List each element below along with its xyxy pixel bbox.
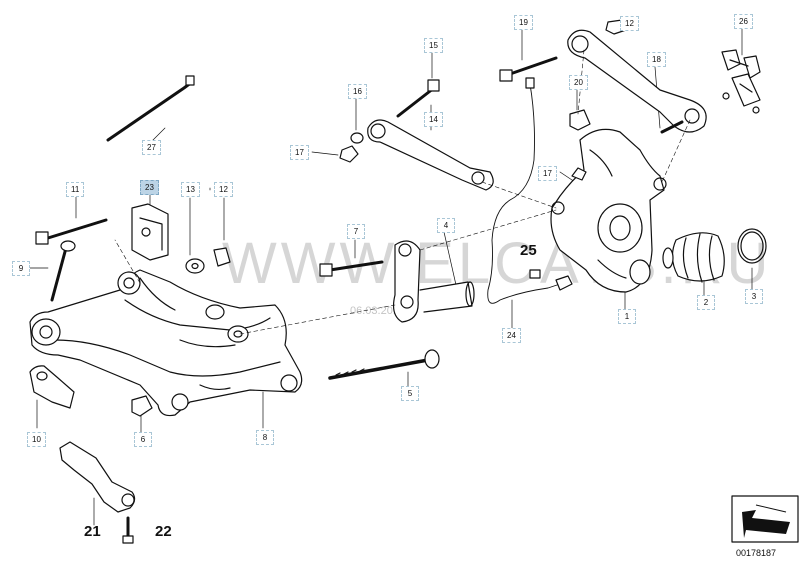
- callout-4: 4: [437, 218, 455, 233]
- callout-17-right: 17: [538, 166, 557, 181]
- callout-12-left: 12: [214, 182, 233, 197]
- callout-14: 14: [424, 112, 443, 127]
- callout-19: 19: [514, 15, 533, 30]
- callout-1: 1: [618, 309, 636, 324]
- label-21: 21: [84, 523, 101, 540]
- arrow-corner-icon: [742, 504, 790, 538]
- callout-6: 6: [134, 432, 152, 447]
- callout-18: 18: [647, 52, 666, 67]
- callout-5: 5: [401, 386, 419, 401]
- callout-9: 9: [12, 261, 30, 276]
- watermark-date: 06.03.2019: [350, 305, 406, 317]
- callout-2: 2: [697, 295, 715, 310]
- label-22: 22: [155, 523, 172, 540]
- label-25: 25: [520, 242, 537, 259]
- callout-8: 8: [256, 430, 274, 445]
- callout-23: 23: [140, 180, 159, 195]
- callout-12-top: 12: [620, 16, 639, 31]
- callout-16: 16: [348, 84, 367, 99]
- callout-11: 11: [66, 182, 85, 197]
- callout-13: 13: [181, 182, 200, 197]
- callout-27: 27: [142, 140, 161, 155]
- callout-26: 26: [734, 14, 753, 29]
- callout-20: 20: [569, 75, 588, 90]
- callout-24: 24: [502, 328, 521, 343]
- callout-10: 10: [27, 432, 46, 447]
- callout-7: 7: [347, 224, 365, 239]
- document-number: 00178187: [736, 548, 777, 558]
- callout-17-left: 17: [290, 145, 309, 160]
- callout-3: 3: [745, 289, 763, 304]
- callout-15: 15: [424, 38, 443, 53]
